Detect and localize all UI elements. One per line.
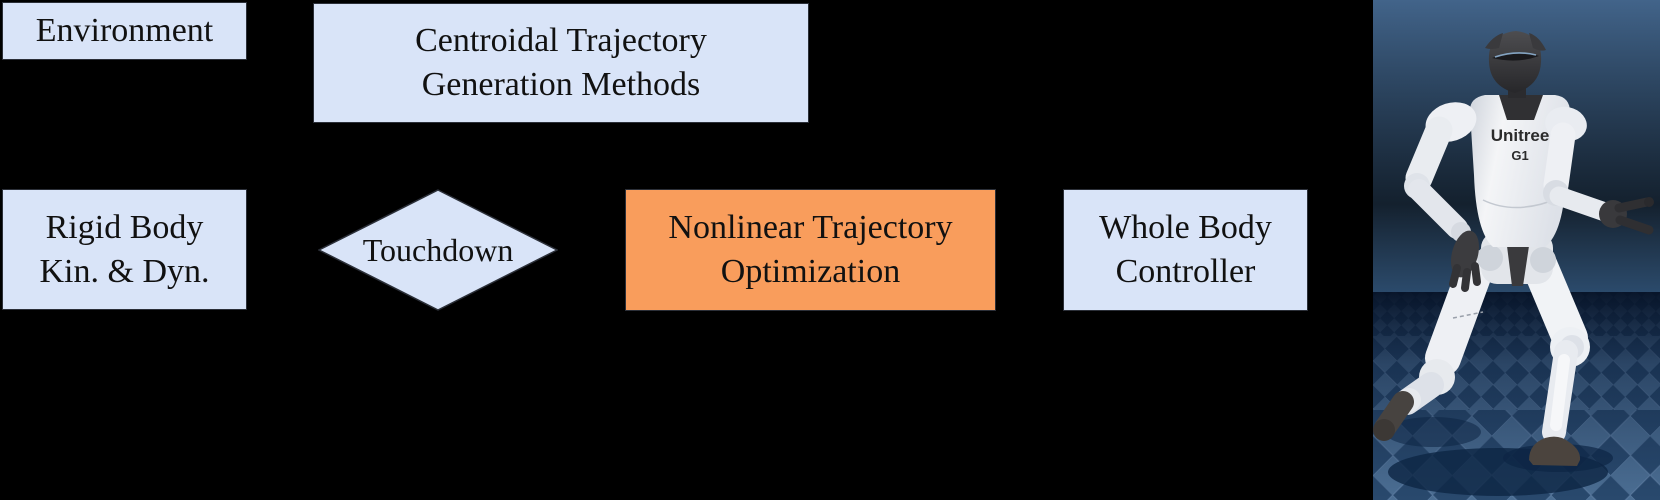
node-touchdown-label: Touchdown [362, 231, 514, 268]
robot-chest-label-line1: Unitree [1491, 126, 1550, 145]
node-rigid-body: Rigid Body Kin. & Dyn. [2, 189, 247, 310]
node-rigid-line1: Rigid Body [45, 208, 204, 246]
node-nonlinear-line1: Nonlinear Trajectory [668, 209, 953, 247]
node-centroidal-trajectory: Centroidal Trajectory Generation Methods [313, 3, 809, 123]
robot-render: Unitree G1 [1373, 0, 1660, 500]
robot-simulation-image: Unitree G1 [1373, 0, 1660, 500]
robot-left-arm [1404, 116, 1481, 292]
node-centroidal-line1: Centroidal Trajectory [415, 22, 707, 60]
robot-left-leg [1373, 250, 1494, 441]
robot-right-arm [1543, 122, 1654, 235]
node-wholebody-line2: Controller [1115, 253, 1256, 290]
robot-torso [1469, 95, 1570, 247]
robot-head [1485, 31, 1546, 98]
node-touchdown-decision: Touchdown [318, 189, 558, 311]
node-nonlinear-trajectory-optimization: Nonlinear Trajectory Optimization [625, 189, 996, 311]
node-environment-label: Environment [35, 12, 214, 50]
node-environment: Environment [2, 2, 247, 60]
node-centroidal-line2: Generation Methods [421, 66, 701, 103]
touchdown-diamond-shape [318, 189, 558, 311]
node-rigid-line2: Kin. & Dyn. [39, 252, 210, 290]
node-whole-body-controller: Whole Body Controller [1063, 189, 1308, 311]
robot-chest-label-line2: G1 [1511, 148, 1528, 163]
robot-shadow [1385, 417, 1613, 496]
node-wholebody-line1: Whole Body [1099, 209, 1272, 247]
node-nonlinear-line2: Optimization [720, 253, 901, 290]
